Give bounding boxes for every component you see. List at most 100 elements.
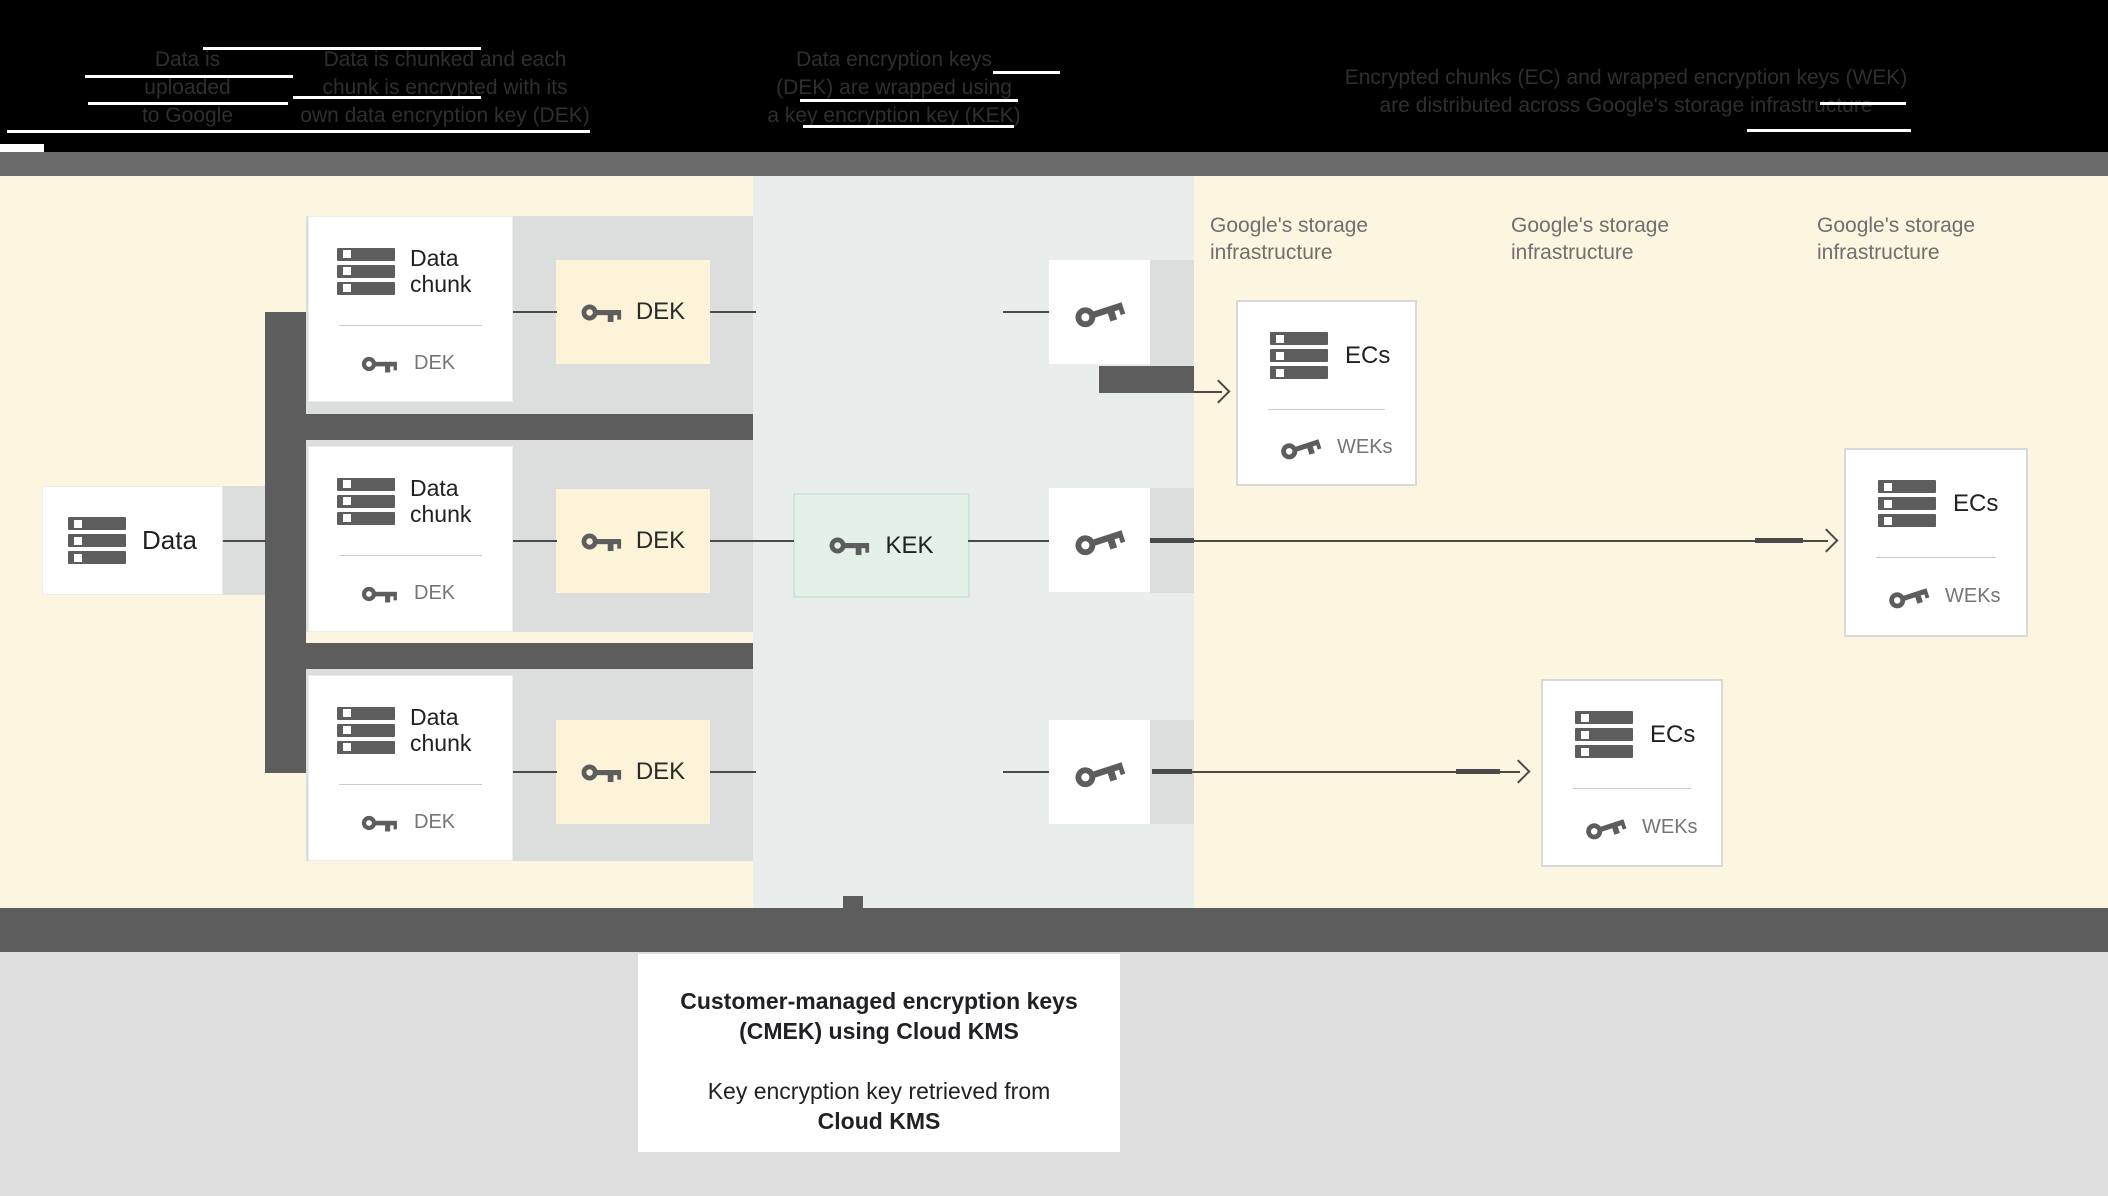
data-chunk-label: Data chunk [410,704,472,756]
key-icon [581,532,621,551]
key-icon [1072,295,1126,332]
step-2-line-3: own data encryption key (DEK) [300,104,590,127]
database-icon [337,247,395,295]
header-underline-artifact [1747,129,1911,132]
step-3-description: Data encryption keys (DEK) are wrapped u… [758,46,1030,130]
header-underline-artifact [88,102,288,105]
dek-box-2: DEK [556,489,710,593]
legend-body-line-1: Key encryption key retrieved from [707,1078,1051,1104]
ecs-box-1: ECs WEKs [1236,300,1417,486]
key-icon [1887,582,1931,612]
box-divider [1268,409,1385,410]
thick-connector-row1 [1099,366,1194,393]
step-4-line-1: Encrypted chunks (EC) and wrapped encryp… [1344,66,1908,89]
weks-label: WEKs [1337,435,1393,458]
kek-box: KEK [793,493,970,598]
data-chunk-box-3: Data chunk DEK [308,675,513,861]
header-underline-artifact [1820,102,1906,105]
key-icon [361,815,397,831]
arrow-row2-line [1150,540,1828,542]
chunk-dek-label: DEK [414,582,456,604]
connector-dek2-kek [710,540,794,542]
step-2-description: Data is chunked and each chunk is encryp… [295,46,595,130]
key-icon [1072,755,1126,792]
arrow-row2-thick-segment [1755,538,1803,543]
step-1-line-2: uploaded [144,76,231,99]
connector-chunk3-dek3 [513,771,557,773]
connector-dek1-out [710,311,756,313]
step-3-line-2: (DEK) are wrapped using [776,76,1012,99]
data-chunk-box-1: Data chunk DEK [308,216,513,402]
chunk-dek-label: DEK [414,352,456,374]
data-chunk-box-2: Data chunk DEK [308,446,513,632]
dek-box-3: DEK [556,720,710,824]
separator-bar [0,152,2108,176]
dek-box-label: DEK [635,758,686,785]
database-icon [1270,332,1328,379]
storage-infrastructure-label-3: Google's storage infrastructure [1817,214,1976,264]
ecs-label: ECs [1953,489,1999,517]
header-underline-artifact [293,96,481,99]
data-box: Data [42,486,223,595]
step-1-description: Data is uploaded to Google [70,46,305,130]
connector-chunk1-dek1 [513,311,557,313]
step-4-line-2: are distributed across Google's storage … [1379,94,1873,117]
box-divider [1876,557,1996,558]
ecs-label: ECs [1650,720,1696,748]
weks-label: WEKs [1945,585,2001,607]
connector-data-trunk [223,540,266,542]
key-icon [1279,433,1323,463]
arrow-row3-thick-segment [1152,769,1192,774]
wrapped-key-box-3 [1049,720,1150,824]
box-divider [339,784,482,785]
key-icon [830,537,870,556]
step-3-line-1: Data encryption keys [795,48,993,71]
database-icon [1575,711,1633,758]
connector-key3-in [1003,771,1049,773]
row-divider-bar-1 [280,414,753,440]
bottom-dark-bar [0,908,2108,952]
data-box-label: Data [142,525,197,555]
storage-infrastructure-label-1: Google's storage infrastructure [1210,214,1369,264]
key-icon [581,303,621,322]
key-icon [361,586,397,602]
arrow-row3-thick-segment [1456,769,1500,774]
wrapped-key-box-1 [1049,260,1150,364]
legend-title-line-2: (CMEK) using Cloud KMS [739,1018,1019,1044]
dek-box-label: DEK [635,298,686,325]
header-underline-artifact [993,71,1060,74]
legend-card: Customer-managed encryption keys (CMEK) … [638,954,1120,1152]
arrow-row3-line [1152,771,1520,773]
database-icon [68,517,127,564]
header-banner [0,0,2108,152]
step-3-line-3: a key encryption key (KEK) [767,104,1021,127]
ecs-box-2: ECs WEKs [1844,448,2028,637]
legend-title-line-1: Customer-managed encryption keys [680,988,1078,1014]
ecs-label: ECs [1345,341,1391,369]
step-1-line-3: to Google [141,104,234,127]
box-divider [1573,788,1691,789]
key-icon [1072,523,1126,560]
step-2-line-2: chunk is encrypted with its [322,76,568,99]
database-icon [1878,480,1936,527]
box-divider [339,555,482,556]
header-underline-artifact [7,130,590,133]
header-underline-artifact [803,125,1014,128]
key-icon [581,763,621,782]
database-icon [337,477,395,525]
legend-body-line-2: Cloud KMS [817,1108,941,1134]
arrow-row2-thick-segment [1150,538,1194,543]
connector-chunk2-dek2 [513,540,557,542]
chunk-dek-label: DEK [414,811,456,833]
weks-label: WEKs [1642,815,1698,838]
connector-key1-in [1003,311,1049,313]
header-underline-artifact [85,75,293,78]
header-underline-artifact [800,99,1018,102]
connector-kek-key2 [968,540,1049,542]
key-icon [361,356,397,372]
connector-dek3-out [710,771,756,773]
kek-legend-stub [843,896,863,908]
kek-box-label: KEK [885,531,934,559]
step-1-line-1: Data is [154,48,221,71]
